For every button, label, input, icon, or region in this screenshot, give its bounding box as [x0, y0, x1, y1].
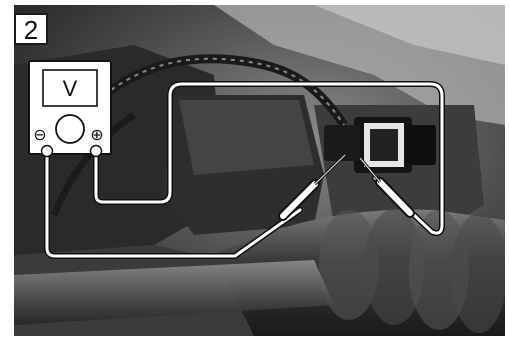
meter-display-label: V — [63, 76, 78, 101]
negative-lead — [47, 153, 300, 256]
positive-lead — [96, 84, 442, 233]
positive-terminal-icon: ⊕ — [90, 125, 103, 144]
probe-icon — [360, 158, 410, 213]
probe-icon — [283, 155, 345, 216]
step-number-badge: 2 — [14, 13, 48, 45]
step-number: 2 — [24, 17, 38, 43]
negative-terminal-icon: ⊖ — [33, 125, 46, 144]
